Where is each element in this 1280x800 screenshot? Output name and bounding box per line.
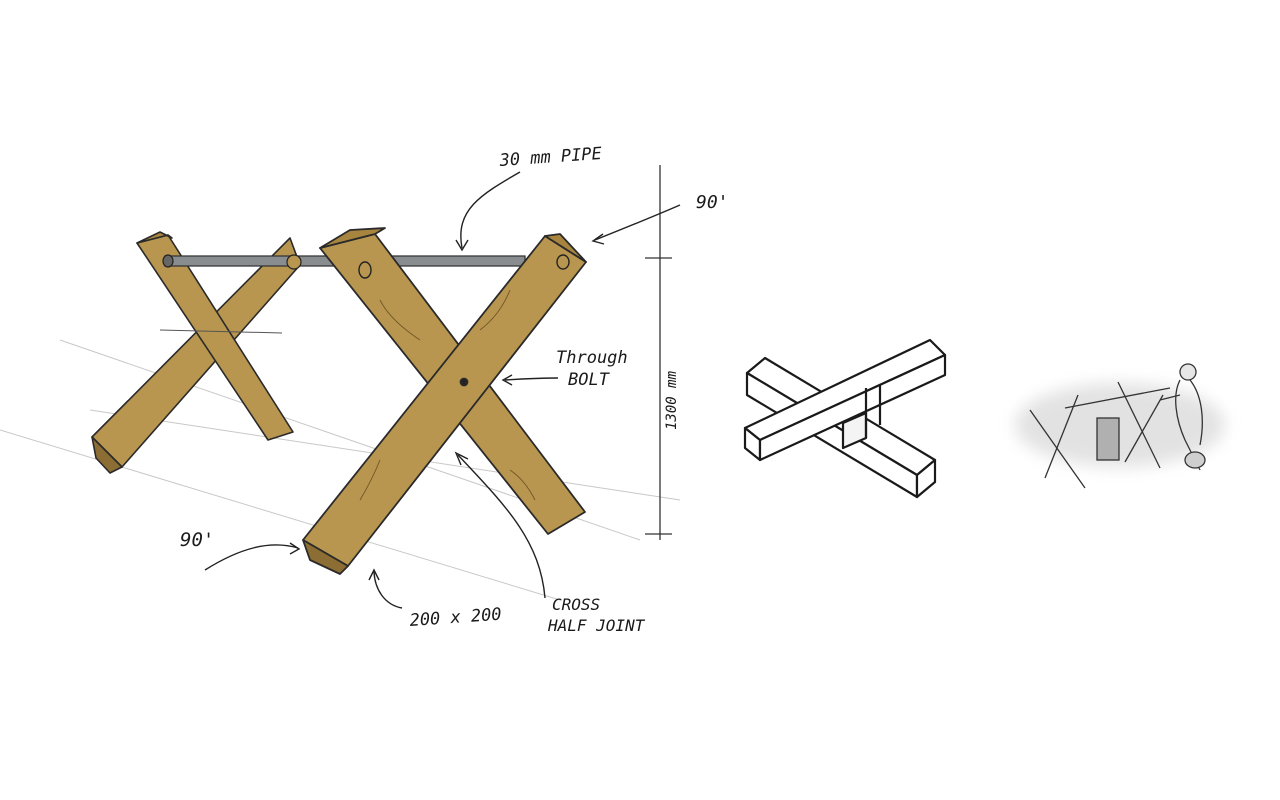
front-leg-b-end [302, 539, 349, 575]
back-leg-end-bottom [91, 436, 123, 474]
annotation-text: 30 mm PIPE 90' Through BOLT 1300 mm 90' … [180, 144, 729, 635]
label-joint-line1: CROSS [552, 595, 600, 614]
front-frame [302, 227, 587, 575]
label-joint-line2: HALF JOINT [547, 616, 646, 635]
label-section: 200 x 200 [409, 605, 502, 631]
back-frame [91, 231, 301, 474]
back-leg-end-top [136, 231, 173, 244]
person-sawing-icon [1015, 363, 1225, 489]
cross-half-joint-icon [743, 338, 947, 499]
label-angle-bottom: 90' [180, 529, 214, 551]
front-leg-a-top [319, 227, 386, 249]
through-bolt [459, 377, 469, 387]
front-leg-b-top [544, 233, 587, 263]
label-height: 1300 mm [664, 370, 680, 430]
label-pipe: 30 mm PIPE [498, 144, 603, 171]
height-dimension [645, 165, 672, 540]
label-angle-top: 90' [696, 192, 729, 213]
annotation-arrows [204, 171, 681, 609]
label-bolt-line1: Through [556, 348, 628, 368]
label-bolt-line2: BOLT [568, 370, 611, 390]
